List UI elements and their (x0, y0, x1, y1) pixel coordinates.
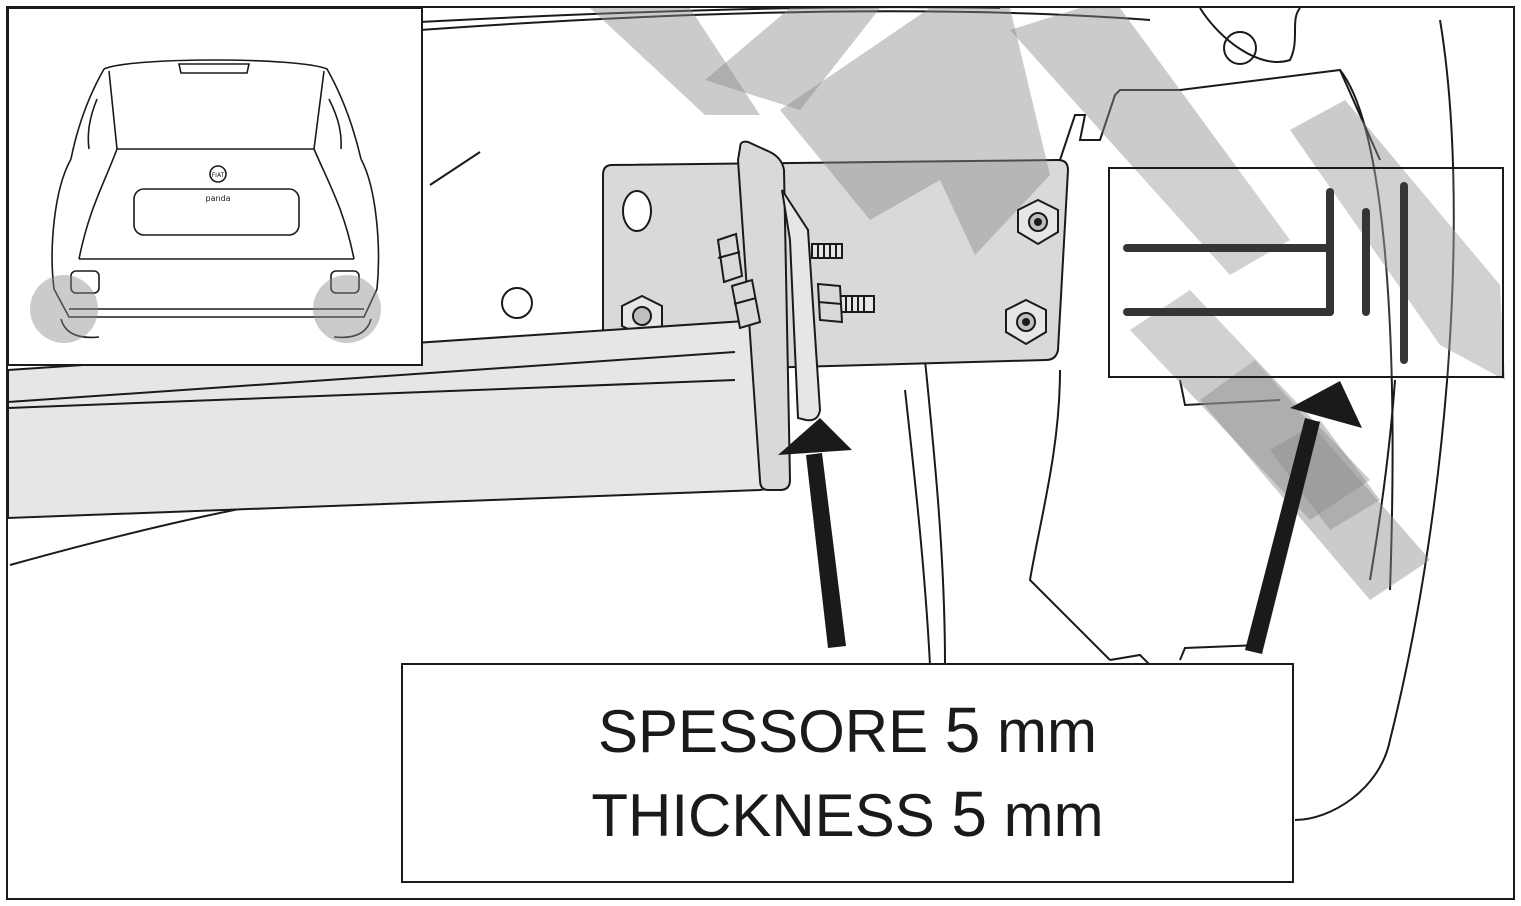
hex-nut-upper (716, 232, 744, 284)
body-hole (501, 287, 533, 319)
brand-badge-text: FIAT (212, 172, 225, 179)
bolt-lower-right (1005, 298, 1047, 346)
model-name-text: panda (205, 194, 230, 203)
car-rear-drawing: FIAT panda (30, 59, 381, 343)
watermark (590, 8, 1505, 600)
crossbeam-edge-line (7, 351, 736, 409)
tow-mount-marker-right (313, 275, 381, 343)
mounting-plate (602, 158, 1070, 374)
plate-slot (622, 190, 652, 232)
brand-badge-circle (209, 165, 227, 183)
value-spessore: 5 (944, 694, 981, 766)
label-spessore: SPESSORE (597, 698, 929, 765)
hex-nut-stud (816, 282, 844, 324)
threaded-stud-lower (839, 295, 875, 313)
bolt-upper-right (1017, 198, 1059, 246)
arrow-to-spacer (778, 418, 852, 648)
label-thickness: THICKNESS (591, 782, 935, 849)
tow-mount-marker-left (30, 275, 98, 343)
vertical-bracket (736, 140, 792, 491)
thickness-detail-lines (1123, 182, 1408, 364)
thickness-callout: SPESSORE 5 mm THICKNESS 5 mm (401, 663, 1294, 883)
hex-nut-lower (730, 278, 762, 330)
bolt-lower-left (621, 294, 663, 338)
callout-line-english: THICKNESS 5 mm (591, 773, 1103, 857)
callout-line-italian: SPESSORE 5 mm (598, 689, 1097, 773)
unit-spessore: mm (997, 698, 1098, 765)
unit-thickness: mm (1003, 782, 1104, 849)
value-thickness: 5 (951, 778, 987, 850)
vehicle-rear-inset: FIAT panda (7, 7, 423, 366)
vehicle-body-lines (9, 6, 1455, 821)
spacer-plate (781, 189, 822, 422)
thickness-detail-box (1108, 167, 1504, 378)
arrow-to-detail (1245, 381, 1362, 654)
threaded-stud-upper (811, 243, 843, 259)
